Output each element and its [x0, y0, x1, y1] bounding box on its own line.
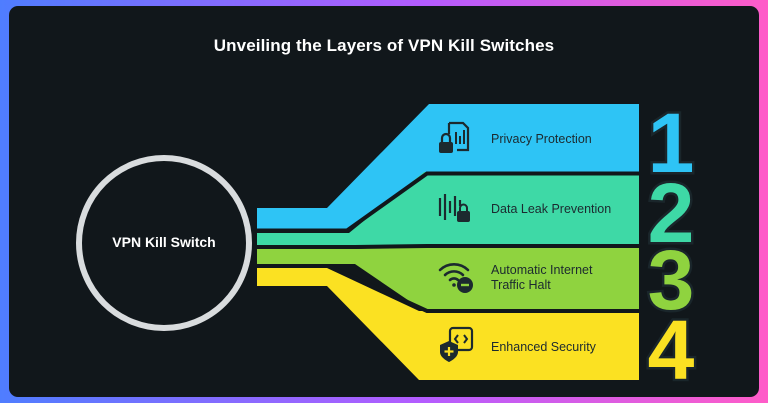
layer-number-2: 2	[648, 166, 695, 260]
center-ring	[76, 155, 252, 331]
document-lock-icon	[439, 121, 470, 153]
connector-ribbon-2	[257, 172, 639, 246]
ribbon-separator	[257, 171, 639, 233]
connector-ribbon-1	[257, 104, 639, 229]
layers-diagram: 1 2 3 4	[76, 94, 697, 397]
wifi-blocked-icon	[438, 263, 473, 293]
layer-number-3: 3	[648, 233, 695, 327]
layer-3-line-2: Traffic Halt	[491, 278, 551, 292]
layer-label-2: Data Leak Prevention	[491, 202, 611, 217]
layer-3-line-1: Automatic Internet	[491, 263, 593, 277]
layer-2-line-1: Data Leak Prevention	[491, 202, 612, 216]
layer-1-line-1: Privacy Protection	[491, 132, 592, 146]
connector-ribbon-4	[257, 268, 639, 380]
page-title: Unveiling the Layers of VPN Kill Switche…	[213, 36, 555, 55]
connector-ribbon-3	[257, 246, 639, 311]
layer-label-1: Privacy Protection	[491, 132, 592, 147]
infographic-frame: Unveiling the Layers of VPN Kill Switche…	[9, 6, 759, 397]
layer-4-line-1: Enhanced Security	[491, 340, 596, 354]
layer-number-1: 1	[648, 96, 695, 190]
ribbon-separator	[257, 264, 639, 313]
layer-number-4: 4	[648, 303, 695, 397]
soundwave-lock-icon	[438, 194, 470, 222]
code-shield-icon	[440, 326, 474, 362]
layer-label-4: Enhanced Security	[491, 340, 596, 355]
ribbon-separator	[257, 244, 639, 249]
layer-label-3: Automatic Internet Traffic Halt	[491, 263, 592, 293]
center-label: VPN Kill Switch	[112, 234, 216, 250]
